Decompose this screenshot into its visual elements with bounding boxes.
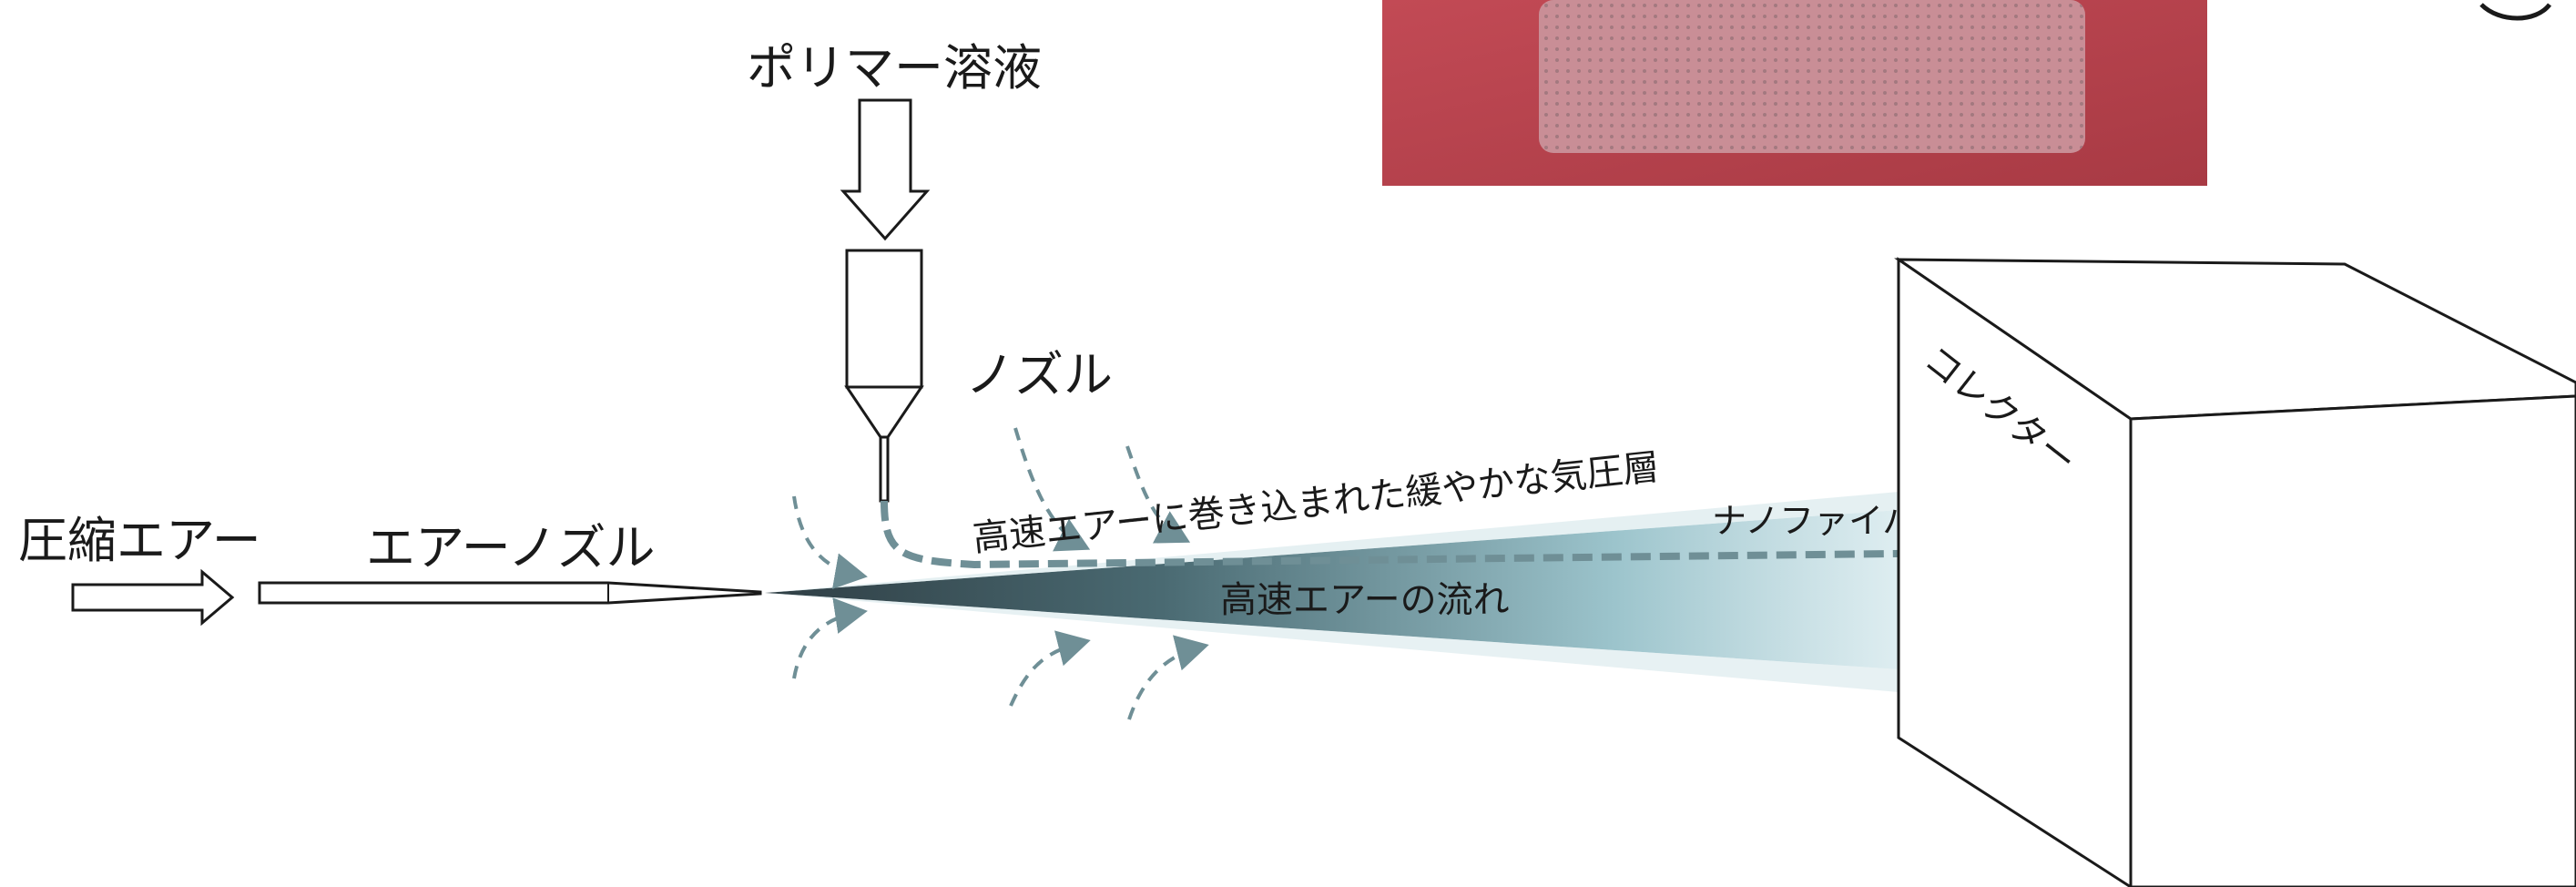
compressed-air-label: 圧縮エアー <box>18 512 261 569</box>
partial-glyph <box>2481 5 2550 18</box>
air-nozzle <box>260 583 760 603</box>
compressed-air-arrow <box>73 572 232 623</box>
collector <box>1899 260 2576 887</box>
polymer-solution-label: ポリマー溶液 <box>747 39 1042 97</box>
polymer-down-arrow <box>843 100 927 239</box>
high-speed-flow-label: 高速エアーの流れ <box>1220 579 1510 621</box>
nozzle-label: ノズル <box>965 346 1113 403</box>
fabric-photo <box>1382 0 2207 186</box>
air-nozzle-label: エアーノズル <box>366 519 656 576</box>
nozzle <box>847 250 921 501</box>
